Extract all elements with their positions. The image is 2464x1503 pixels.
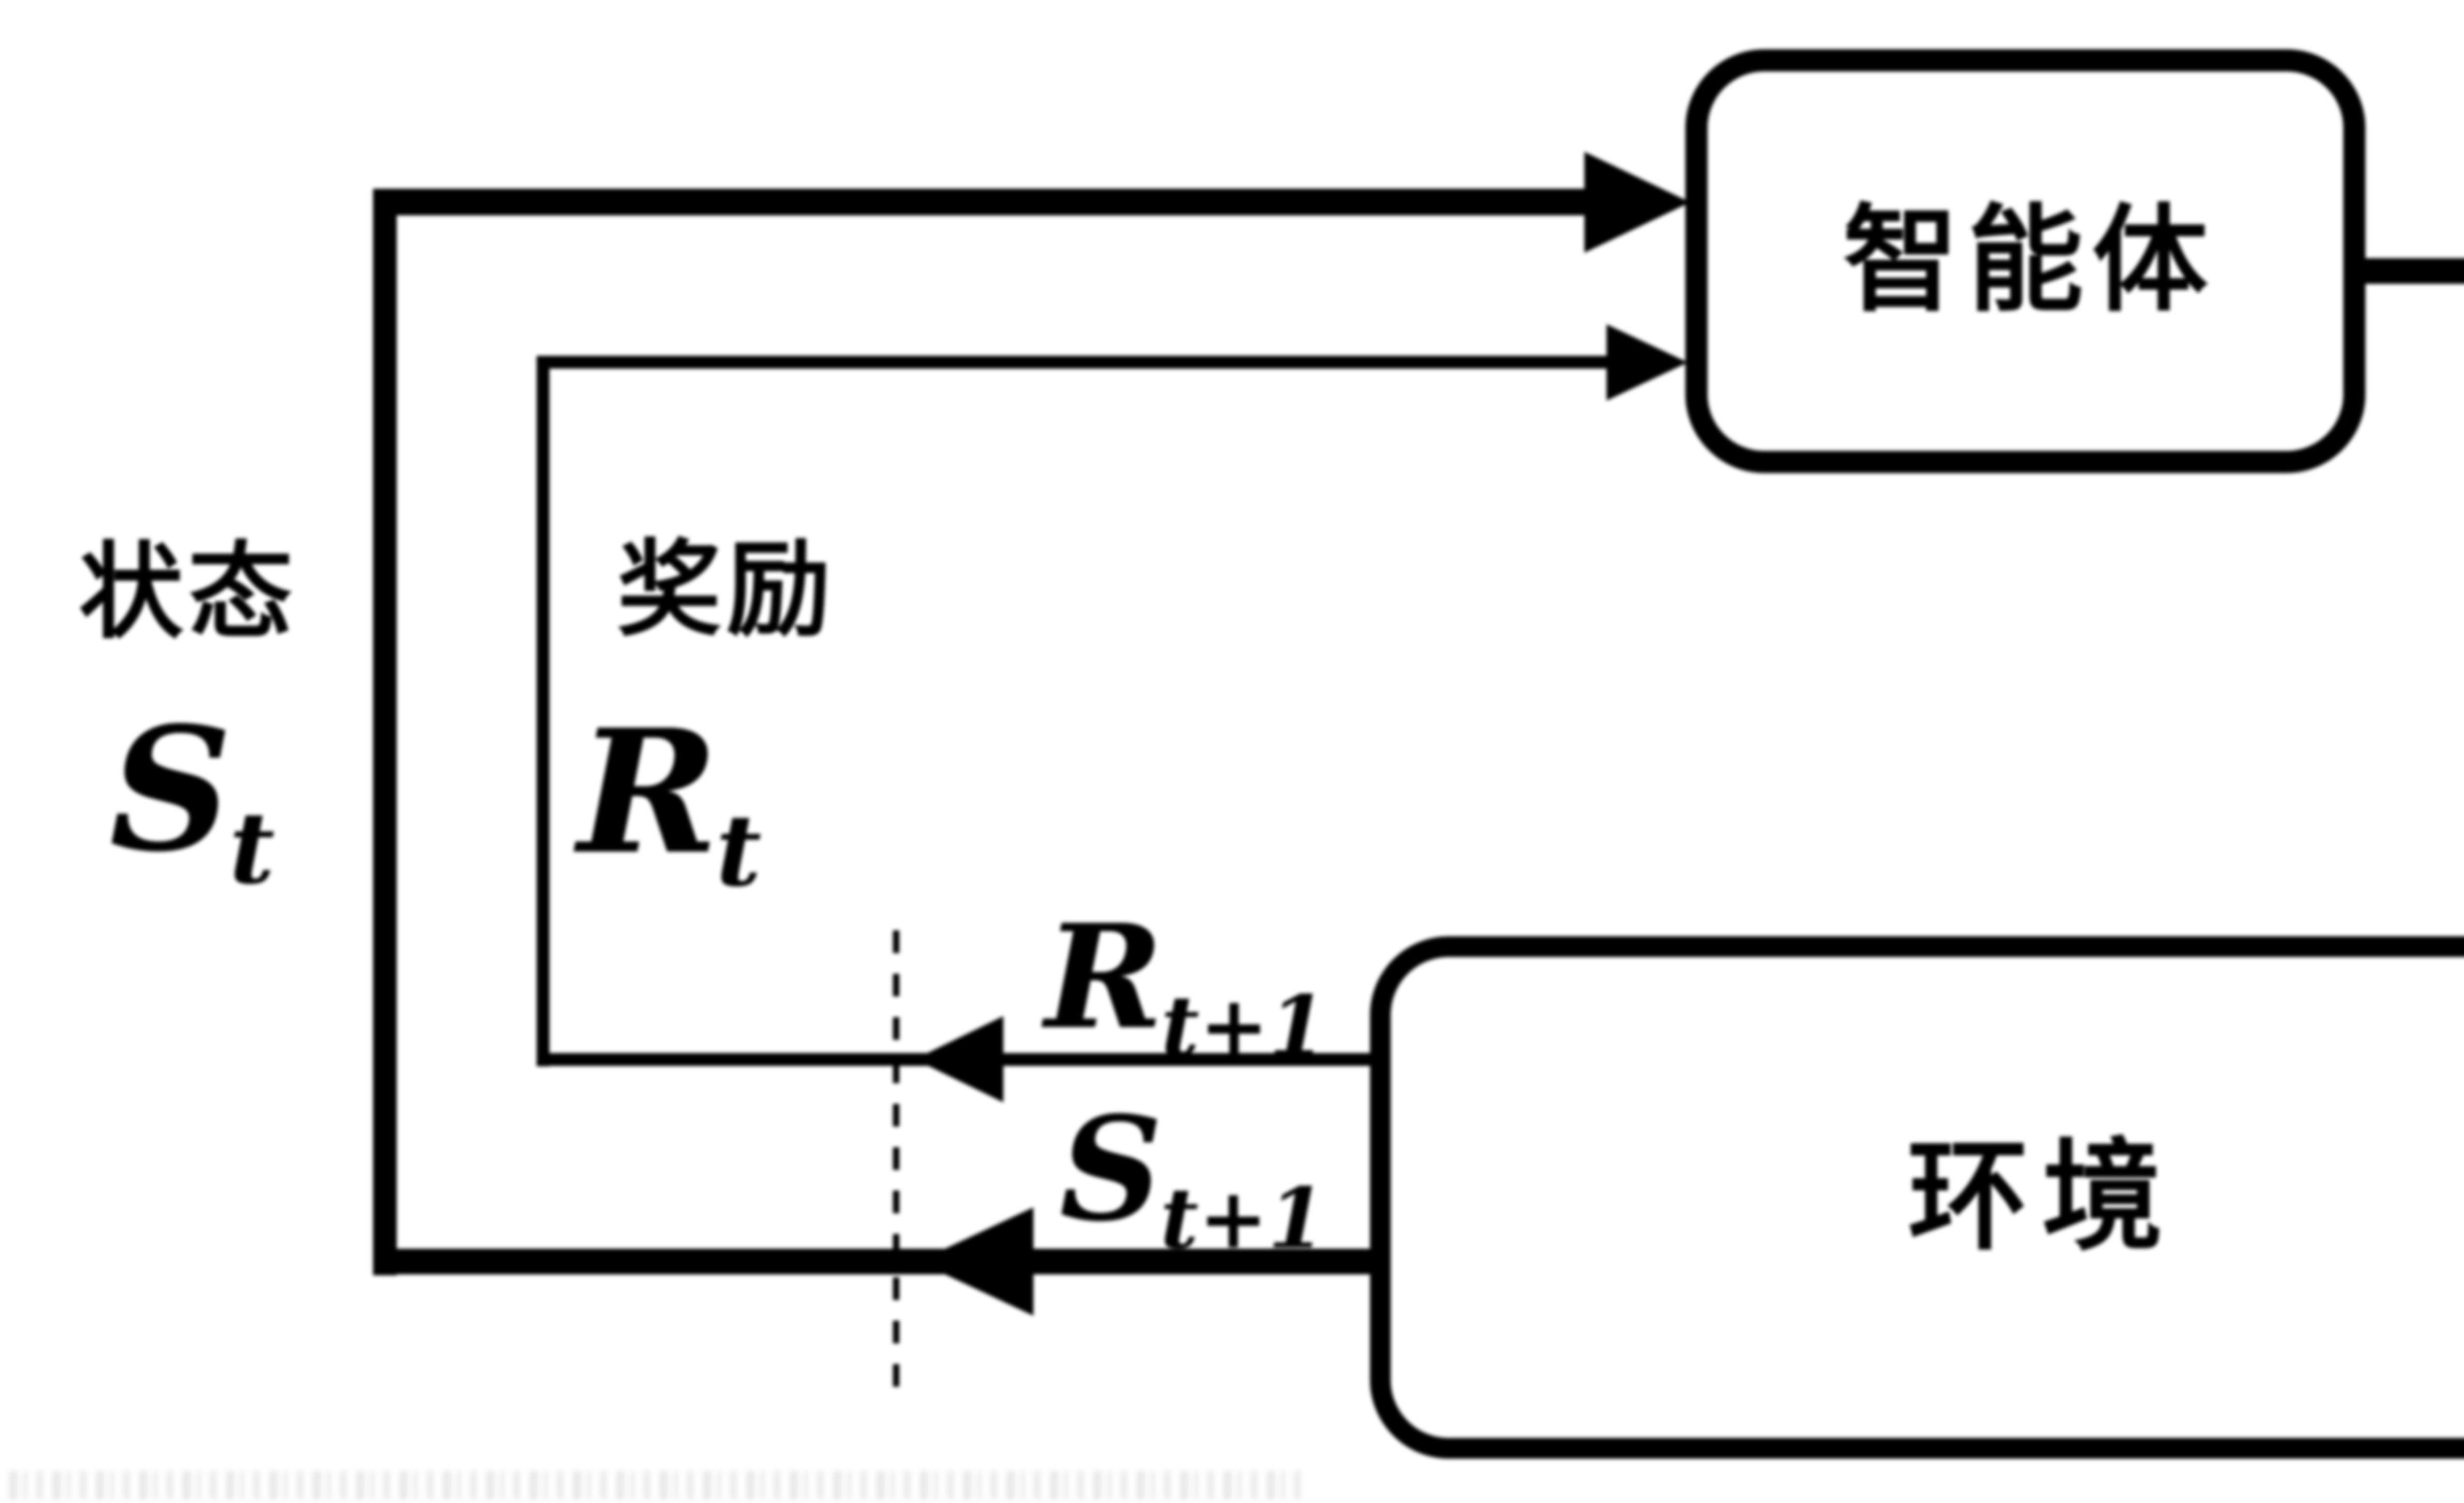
next-state-symbol-subscript: t+1 (1160, 1169, 1326, 1267)
environment-box: 环境 (1370, 936, 2464, 1459)
next-reward-symbol-letter: R (1045, 893, 1164, 1061)
state-symbol: St (109, 705, 275, 898)
reward-loop-top-line (537, 356, 1616, 369)
next-reward-symbol-subscript: t+1 (1161, 977, 1327, 1075)
reward-loop-vertical-line (537, 356, 549, 1066)
environment-box-label: 环境 (1908, 1130, 2177, 1264)
next-reward-symbol: Rt+1 (1045, 906, 1327, 1067)
next-state-symbol-letter: S (1060, 1086, 1163, 1253)
state-symbol-letter: S (109, 690, 233, 889)
reward-symbol-letter: R (578, 692, 719, 892)
state-label: 状态 (79, 535, 298, 651)
next-state-arrowhead-icon (918, 1207, 1033, 1316)
reward-symbol: Rt (578, 707, 761, 900)
cropped-caption-remnant (10, 1471, 1301, 1500)
reward-into-agent-arrowhead-icon (1607, 324, 1688, 401)
agent-box: 智能体 (1685, 49, 2365, 473)
agent-box-label: 智能体 (1843, 197, 2217, 325)
state-loop-vertical-line (373, 189, 397, 1275)
state-loop-top-line (375, 189, 1592, 215)
state-into-agent-arrowhead-icon (1584, 152, 1690, 253)
reward-symbol-subscript: t (716, 793, 762, 909)
state-symbol-subscript: t (229, 790, 275, 907)
action-loop-top-line (2363, 258, 2464, 284)
time-boundary-dashed-line (893, 930, 899, 1398)
next-state-symbol: St+1 (1060, 1098, 1326, 1260)
next-state-line (373, 1249, 1378, 1274)
next-reward-arrowhead-icon (915, 1016, 1003, 1102)
reward-label: 奖励 (617, 533, 836, 649)
